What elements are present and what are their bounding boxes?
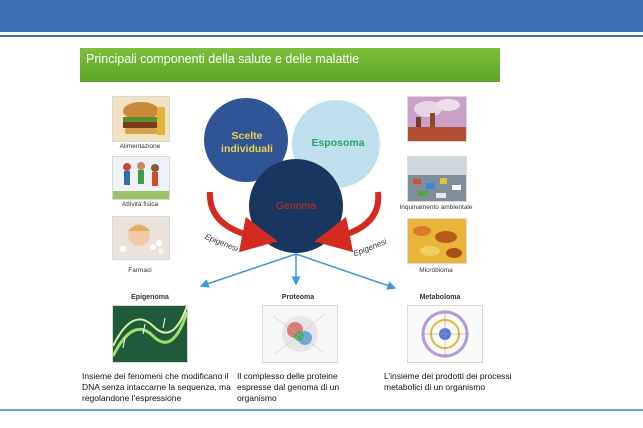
epigenoma-title: Epigenoma: [131, 294, 169, 301]
epigenoma-desc-line: DNA senza intaccarne la sequenza, ma: [82, 382, 231, 392]
slide-title-bar: Principali componenti della salute e del…: [80, 48, 500, 82]
proteoma-desc-line: organismo: [237, 393, 277, 403]
scelte-line2: individuali: [221, 143, 273, 155]
metaboloma-description: L’insieme dei prodotti dei processi meta…: [384, 371, 544, 393]
epigenoma-desc-line: Insieme dei fenomeni che modificano il: [82, 371, 229, 381]
runners-image: [112, 156, 170, 200]
footer-divider: [0, 409, 643, 411]
bacteria-image: [407, 218, 467, 264]
esposoma-label: Esposoma: [311, 137, 365, 149]
metaboloma-desc-line: L’insieme dei prodotti dei processi: [384, 371, 512, 381]
proteoma-description: Il complesso delle proteine espresse dal…: [237, 371, 367, 404]
epigenesi-arrow-left: [206, 191, 278, 253]
header-bar: [0, 0, 643, 32]
inquinamento-caption: Inquinamento ambientale: [399, 204, 473, 211]
waste-dump-image: [407, 156, 467, 202]
genome-venn-diagram: [199, 98, 397, 290]
farmaci-caption: Farmaci: [128, 267, 152, 274]
scelte-circle: [204, 98, 288, 182]
metaboloma-title: Metaboloma: [419, 294, 461, 301]
arrow-to-metaboloma: [295, 253, 397, 290]
metabolic-map-image: [407, 305, 483, 363]
proteoma-desc-line: Il complesso delle proteine: [237, 371, 338, 381]
proteoma-desc-line: espresse dal genoma di un: [237, 382, 340, 392]
genoma-label: Genoma: [275, 200, 317, 212]
microbioma-caption: Microbioma: [419, 267, 453, 274]
slide-title: Principali componenti della salute e del…: [86, 52, 360, 66]
alimentazione-caption: Alimentazione: [119, 143, 161, 150]
scelte-label: Scelte individuali: [210, 130, 284, 156]
epigenoma-description: Insieme dei fenomeni che modificano il D…: [82, 371, 242, 404]
proteoma-title: Proteoma: [281, 294, 315, 301]
burger-image: [112, 96, 170, 142]
header-divider: [0, 35, 643, 37]
arrow-to-epigenoma: [199, 253, 297, 288]
attivita-fisica-caption: Attività fisica: [121, 201, 159, 208]
epigenesi-arrow-right: [314, 191, 382, 253]
child-pills-image: [112, 216, 170, 260]
protein-network-image: [262, 305, 338, 363]
factory-smoke-image: [407, 96, 467, 142]
dna-helix-image: [112, 305, 188, 363]
metaboloma-desc-line: metabolici di un organismo: [384, 382, 486, 392]
scelte-line1: Scelte: [231, 130, 263, 142]
epigenoma-desc-line: regolandone l’espressione: [82, 393, 182, 403]
